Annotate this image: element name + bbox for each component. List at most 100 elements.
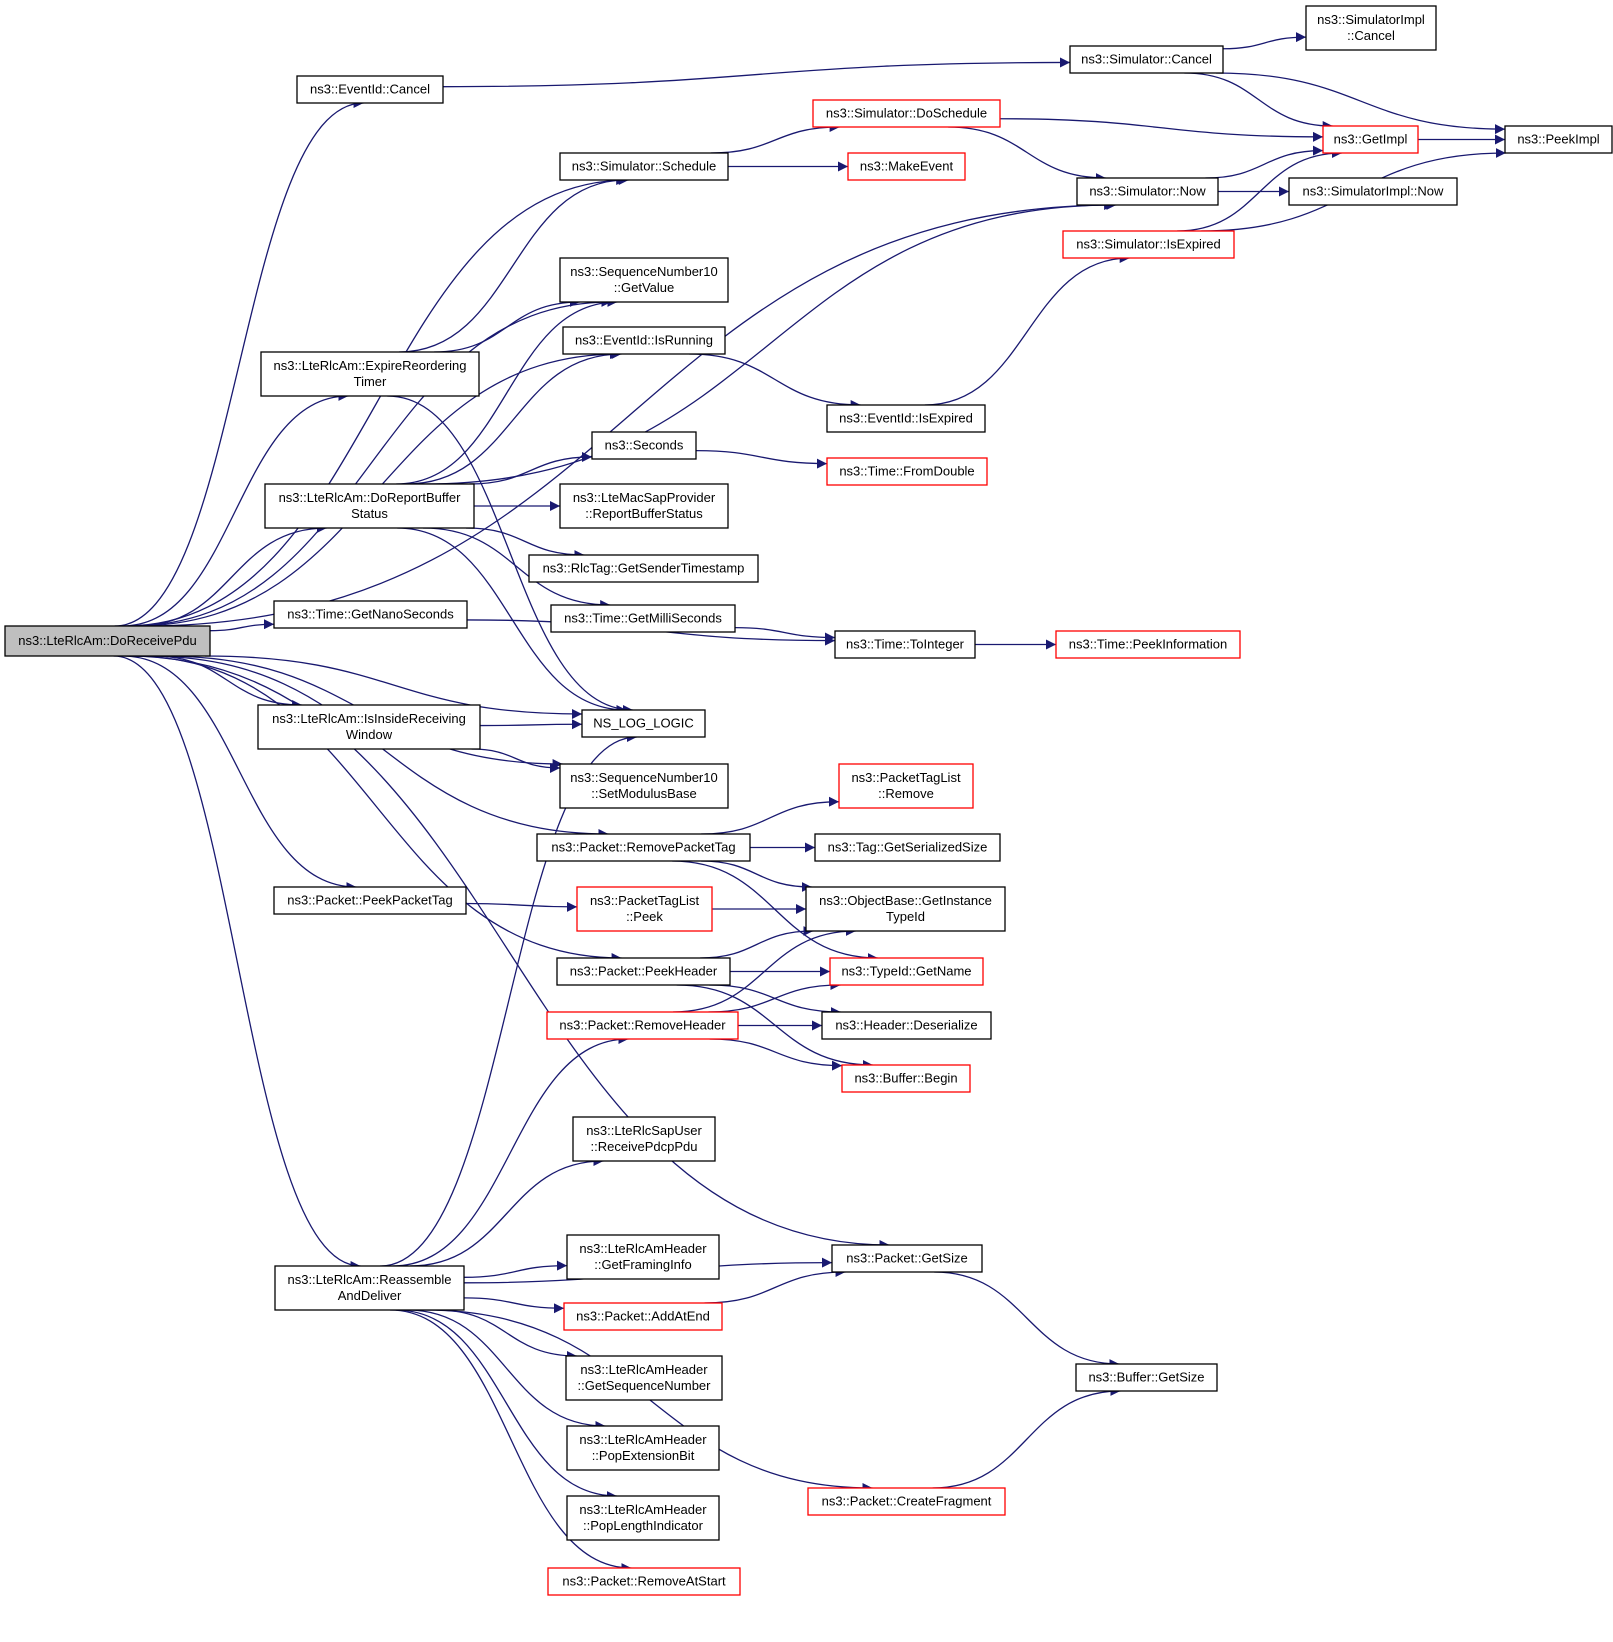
node-label: ns3::Time::GetNanoSeconds [287,607,454,622]
node-box [559,257,729,303]
node-eventid-isrunning[interactable]: ns3::EventId::IsRunning [562,326,726,355]
node-seconds[interactable]: ns3::Seconds [591,431,697,460]
node-root[interactable]: ns3::LteRlcAm::DoReceivePdu [4,625,211,657]
node-hdr-popext[interactable]: ns3::LteRlcAmHeader::PopExtensionBit [566,1425,720,1471]
node-tag-getser[interactable]: ns3::Tag::GetSerializedSize [814,833,1001,862]
node-simimpl-cancel[interactable]: ns3::SimulatorImpl::Cancel [1305,5,1437,51]
node-seq-setmod[interactable]: ns3::SequenceNumber10::SetModulusBase [559,763,729,809]
node-rlcsap-recv[interactable]: ns3::LteRlcSapUser::ReceivePdcpPdu [572,1116,716,1162]
node-box [562,326,726,355]
node-box [838,763,974,809]
call-edge-removeheader-to-buffer_begin [709,1038,843,1071]
node-rlctag[interactable]: ns3::RlcTag::GetSenderTimestamp [528,554,759,583]
node-box [572,1116,716,1162]
node-box [550,604,736,633]
node-addatend[interactable]: ns3::Packet::AddAtEnd [563,1302,723,1331]
node-seq-getvalue[interactable]: ns3::SequenceNumber10::GetValue [559,257,729,303]
node-buffer-begin[interactable]: ns3::Buffer::Begin [841,1064,971,1093]
node-peekpackettag[interactable]: ns3::Packet::PeekPacketTag [273,886,467,915]
node-box [581,709,706,738]
node-label: ns3::LteRlcAm::IsInsideReceiving [272,711,466,726]
node-label: ns3::SequenceNumber10 [570,770,717,785]
node-createfragment[interactable]: ns3::Packet::CreateFragment [807,1487,1006,1516]
node-label: ns3::LteMacSapProvider [573,490,716,505]
node-time-fromdouble[interactable]: ns3::Time::FromDouble [826,457,988,486]
node-box [274,1265,465,1311]
node-label: ns3::EventId::IsExpired [839,411,973,426]
call-edge-doreport-to-nslog [397,527,627,715]
node-label: ns3::SequenceNumber10 [570,264,717,279]
node-box [805,886,1006,932]
call-edge-eventid_isrunning-to-eventid_isexpired [689,353,861,410]
node-removeatstart[interactable]: ns3::Packet::RemoveAtStart [547,1567,741,1596]
node-getimpl[interactable]: ns3::GetImpl [1322,125,1419,154]
call-edge-reassemble-to-hdr_seq [436,1309,577,1361]
node-box [841,1064,971,1093]
node-sim-cancel[interactable]: ns3::Simulator::Cancel [1069,45,1224,74]
node-box [831,1244,983,1273]
node-eventid-cancel[interactable]: ns3::EventId::Cancel [296,75,444,104]
call-edge-doreport-to-seconds [469,451,593,485]
node-hdr-seq[interactable]: ns3::LteRlcAmHeader::GetSequenceNumber [565,1355,723,1401]
node-makeevent[interactable]: ns3::MakeEvent [847,152,966,181]
node-label: Timer [354,374,387,389]
node-nslog[interactable]: NS_LOG_LOGIC [581,709,706,738]
call-edge-reassemble-to-hdr_popext [407,1309,606,1431]
node-sim-isexpired[interactable]: ns3::Simulator::IsExpired [1062,230,1235,259]
node-label: ::Cancel [1347,28,1395,43]
node-removepackettag[interactable]: ns3::Packet::RemovePacketTag [536,833,751,862]
node-eventid-isexpired[interactable]: ns3::EventId::IsExpired [826,404,986,433]
node-buffer-getsize[interactable]: ns3::Buffer::GetSize [1075,1363,1218,1392]
node-box [559,763,729,809]
node-box [546,1011,739,1040]
node-box [273,886,467,915]
call-edge-expire_timer-to-sim_schedule [399,175,627,353]
node-peekinfo[interactable]: ns3::Time::PeekInformation [1055,630,1241,659]
node-box [814,833,1001,862]
node-box [566,1495,720,1541]
node-packet-getsize[interactable]: ns3::Packet::GetSize [831,1244,983,1273]
node-label: ns3::LteRlcSapUser [586,1123,702,1138]
call-edge-root-to-peekpackettag [122,655,357,892]
node-peekimpl[interactable]: ns3::PeekImpl [1504,125,1613,154]
node-label: ns3::RlcTag::GetSenderTimestamp [543,561,745,576]
node-label: ns3::Buffer::Begin [854,1071,957,1086]
node-simimpl-now[interactable]: ns3::SimulatorImpl::Now [1288,177,1458,206]
node-sim-schedule[interactable]: ns3::Simulator::Schedule [559,152,729,181]
node-label: ns3::Time::PeekInformation [1069,637,1227,652]
node-box [1069,45,1224,74]
node-label: ns3::GetImpl [1334,132,1408,147]
call-edge-reassemble-to-hdr_framing [463,1260,568,1278]
call-edge-reassemble-to-removeatstart [390,1309,632,1573]
call-edge-root-to-sim_schedule [124,175,629,627]
node-removeheader[interactable]: ns3::Packet::RemoveHeader [546,1011,739,1040]
node-peekheader[interactable]: ns3::Packet::PeekHeader [556,957,731,986]
node-box [566,1234,720,1280]
call-edge-sim_schedule-to-sim_doschedule [710,122,840,154]
node-sim-doschedule[interactable]: ns3::Simulator::DoSchedule [812,99,1001,128]
node-typeid-getname[interactable]: ns3::TypeId::GetName [829,957,984,986]
node-sim-now[interactable]: ns3::Simulator::Now [1076,177,1219,206]
node-label: ns3::LteRlcAmHeader [579,1432,707,1447]
node-mac-report[interactable]: ns3::LteMacSapProvider::ReportBufferStat… [559,483,729,529]
node-label: ns3::Buffer::GetSize [1088,1370,1204,1385]
node-hdr-poplen[interactable]: ns3::LteRlcAmHeader::PopLengthIndicator [566,1495,720,1541]
node-hdr-framing[interactable]: ns3::LteRlcAmHeader::GetFramingInfo [566,1234,720,1280]
node-label: ::GetFramingInfo [594,1257,692,1272]
node-label: ::ReceivePdcpPdu [591,1139,698,1154]
call-edge-reassemble-to-addatend [463,1297,565,1314]
node-getnano[interactable]: ns3::Time::GetNanoSeconds [273,600,468,629]
node-label: ns3::MakeEvent [860,159,954,174]
node-label: ::GetValue [614,280,674,295]
node-label: ns3::Simulator::Now [1089,184,1206,199]
node-getmilli[interactable]: ns3::Time::GetMilliSeconds [550,604,736,633]
node-header-deser[interactable]: ns3::Header::Deserialize [821,1011,992,1040]
node-ptl-peek[interactable]: ns3::PacketTagList::Peek [576,886,713,932]
node-ptl-remove[interactable]: ns3::PacketTagList::Remove [838,763,974,809]
node-tointeger[interactable]: ns3::Time::ToInteger [834,630,976,659]
